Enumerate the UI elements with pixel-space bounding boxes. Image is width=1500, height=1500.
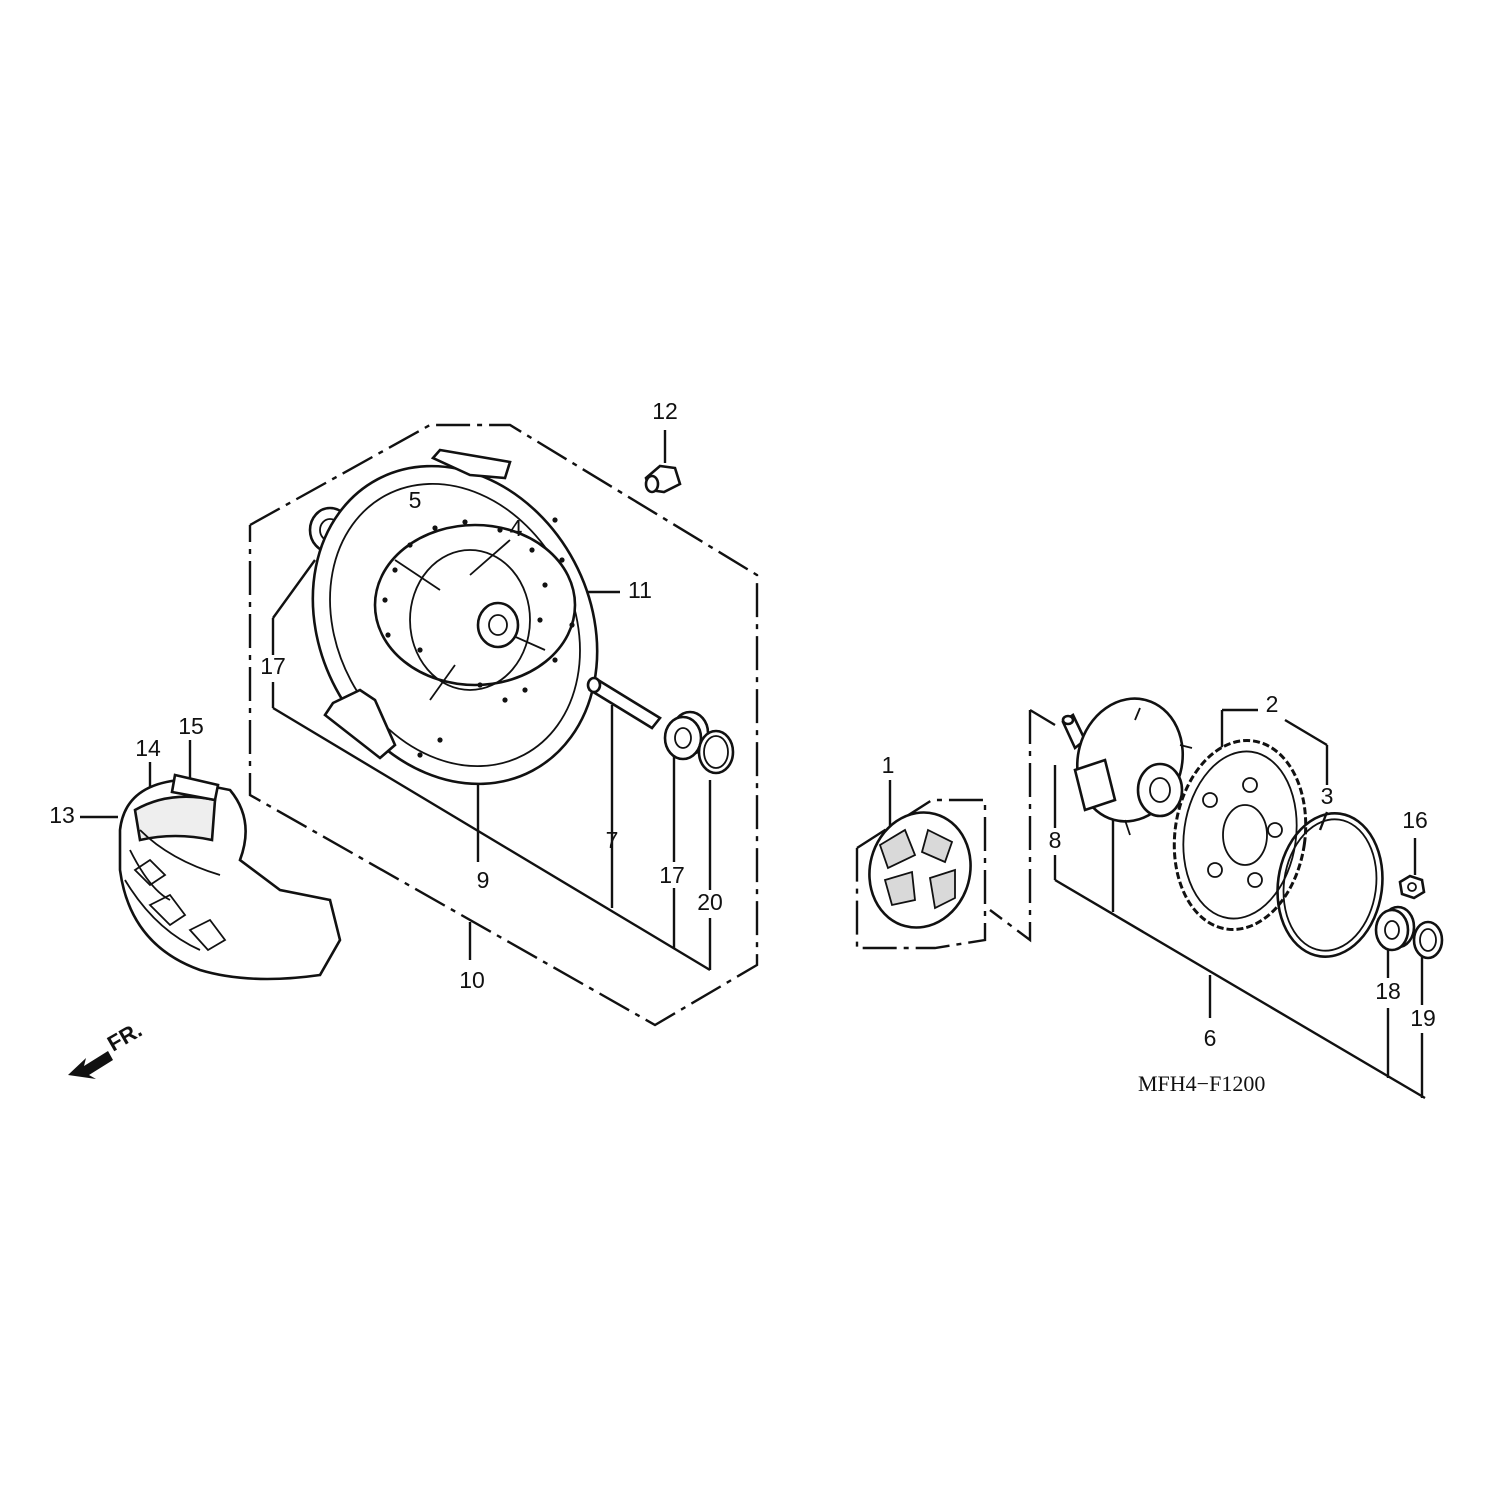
callout-18: 18 [1375, 978, 1401, 1004]
tire-assembly [118, 773, 342, 981]
callout-7: 7 [606, 827, 619, 853]
callout-2: 2 [1266, 691, 1279, 717]
damper-outline [855, 798, 987, 950]
callout-19: 19 [1410, 1005, 1436, 1031]
callout-16: 16 [1402, 807, 1428, 833]
bearing-right [663, 710, 710, 761]
callout-6: 6 [1204, 1025, 1217, 1051]
callout-14: 14 [135, 735, 161, 761]
callout-5: 5 [409, 487, 422, 513]
bearing-18 [1374, 905, 1416, 952]
diagram-code: MFH4−F1200 [1138, 1071, 1265, 1096]
callout-12: 12 [652, 398, 678, 424]
rim-band-lower [323, 688, 397, 760]
wheel-assembly-outline [248, 423, 759, 1027]
callout-4: 4 [510, 515, 523, 541]
callout-17-lower: 17 [659, 862, 685, 888]
callout-10: 10 [459, 967, 485, 993]
oil-seal [697, 729, 735, 775]
front-direction-arrow-icon: FR. [68, 1017, 146, 1079]
axle-collar [586, 676, 662, 730]
flange-nut [1398, 874, 1426, 900]
valve-cap [644, 464, 682, 494]
callout-15: 15 [178, 713, 204, 739]
rear-wheel [311, 464, 599, 786]
callout-9: 9 [477, 867, 490, 893]
callout-11: 11 [628, 577, 652, 603]
callout-20: 20 [697, 889, 723, 915]
o-ring [1276, 812, 1384, 958]
wheel-damper [868, 811, 972, 929]
front-direction-label: FR. [103, 1017, 146, 1056]
driven-flange [1073, 697, 1193, 836]
sprocket [1172, 738, 1308, 932]
callout-13: 13 [49, 802, 75, 828]
callout-3: 3 [1321, 783, 1334, 809]
callout-1: 1 [882, 752, 895, 778]
dust-seal-19 [1412, 920, 1444, 960]
callout-8: 8 [1049, 827, 1062, 853]
rim-band-upper [430, 448, 512, 480]
wheel-holes [382, 517, 575, 758]
callout-17-upper: 17 [260, 653, 286, 679]
callouts: 1 2 3 4 5 6 7 8 9 10 11 12 13 14 15 16 1… [49, 398, 1436, 1051]
hub-bracket [989, 708, 1056, 943]
